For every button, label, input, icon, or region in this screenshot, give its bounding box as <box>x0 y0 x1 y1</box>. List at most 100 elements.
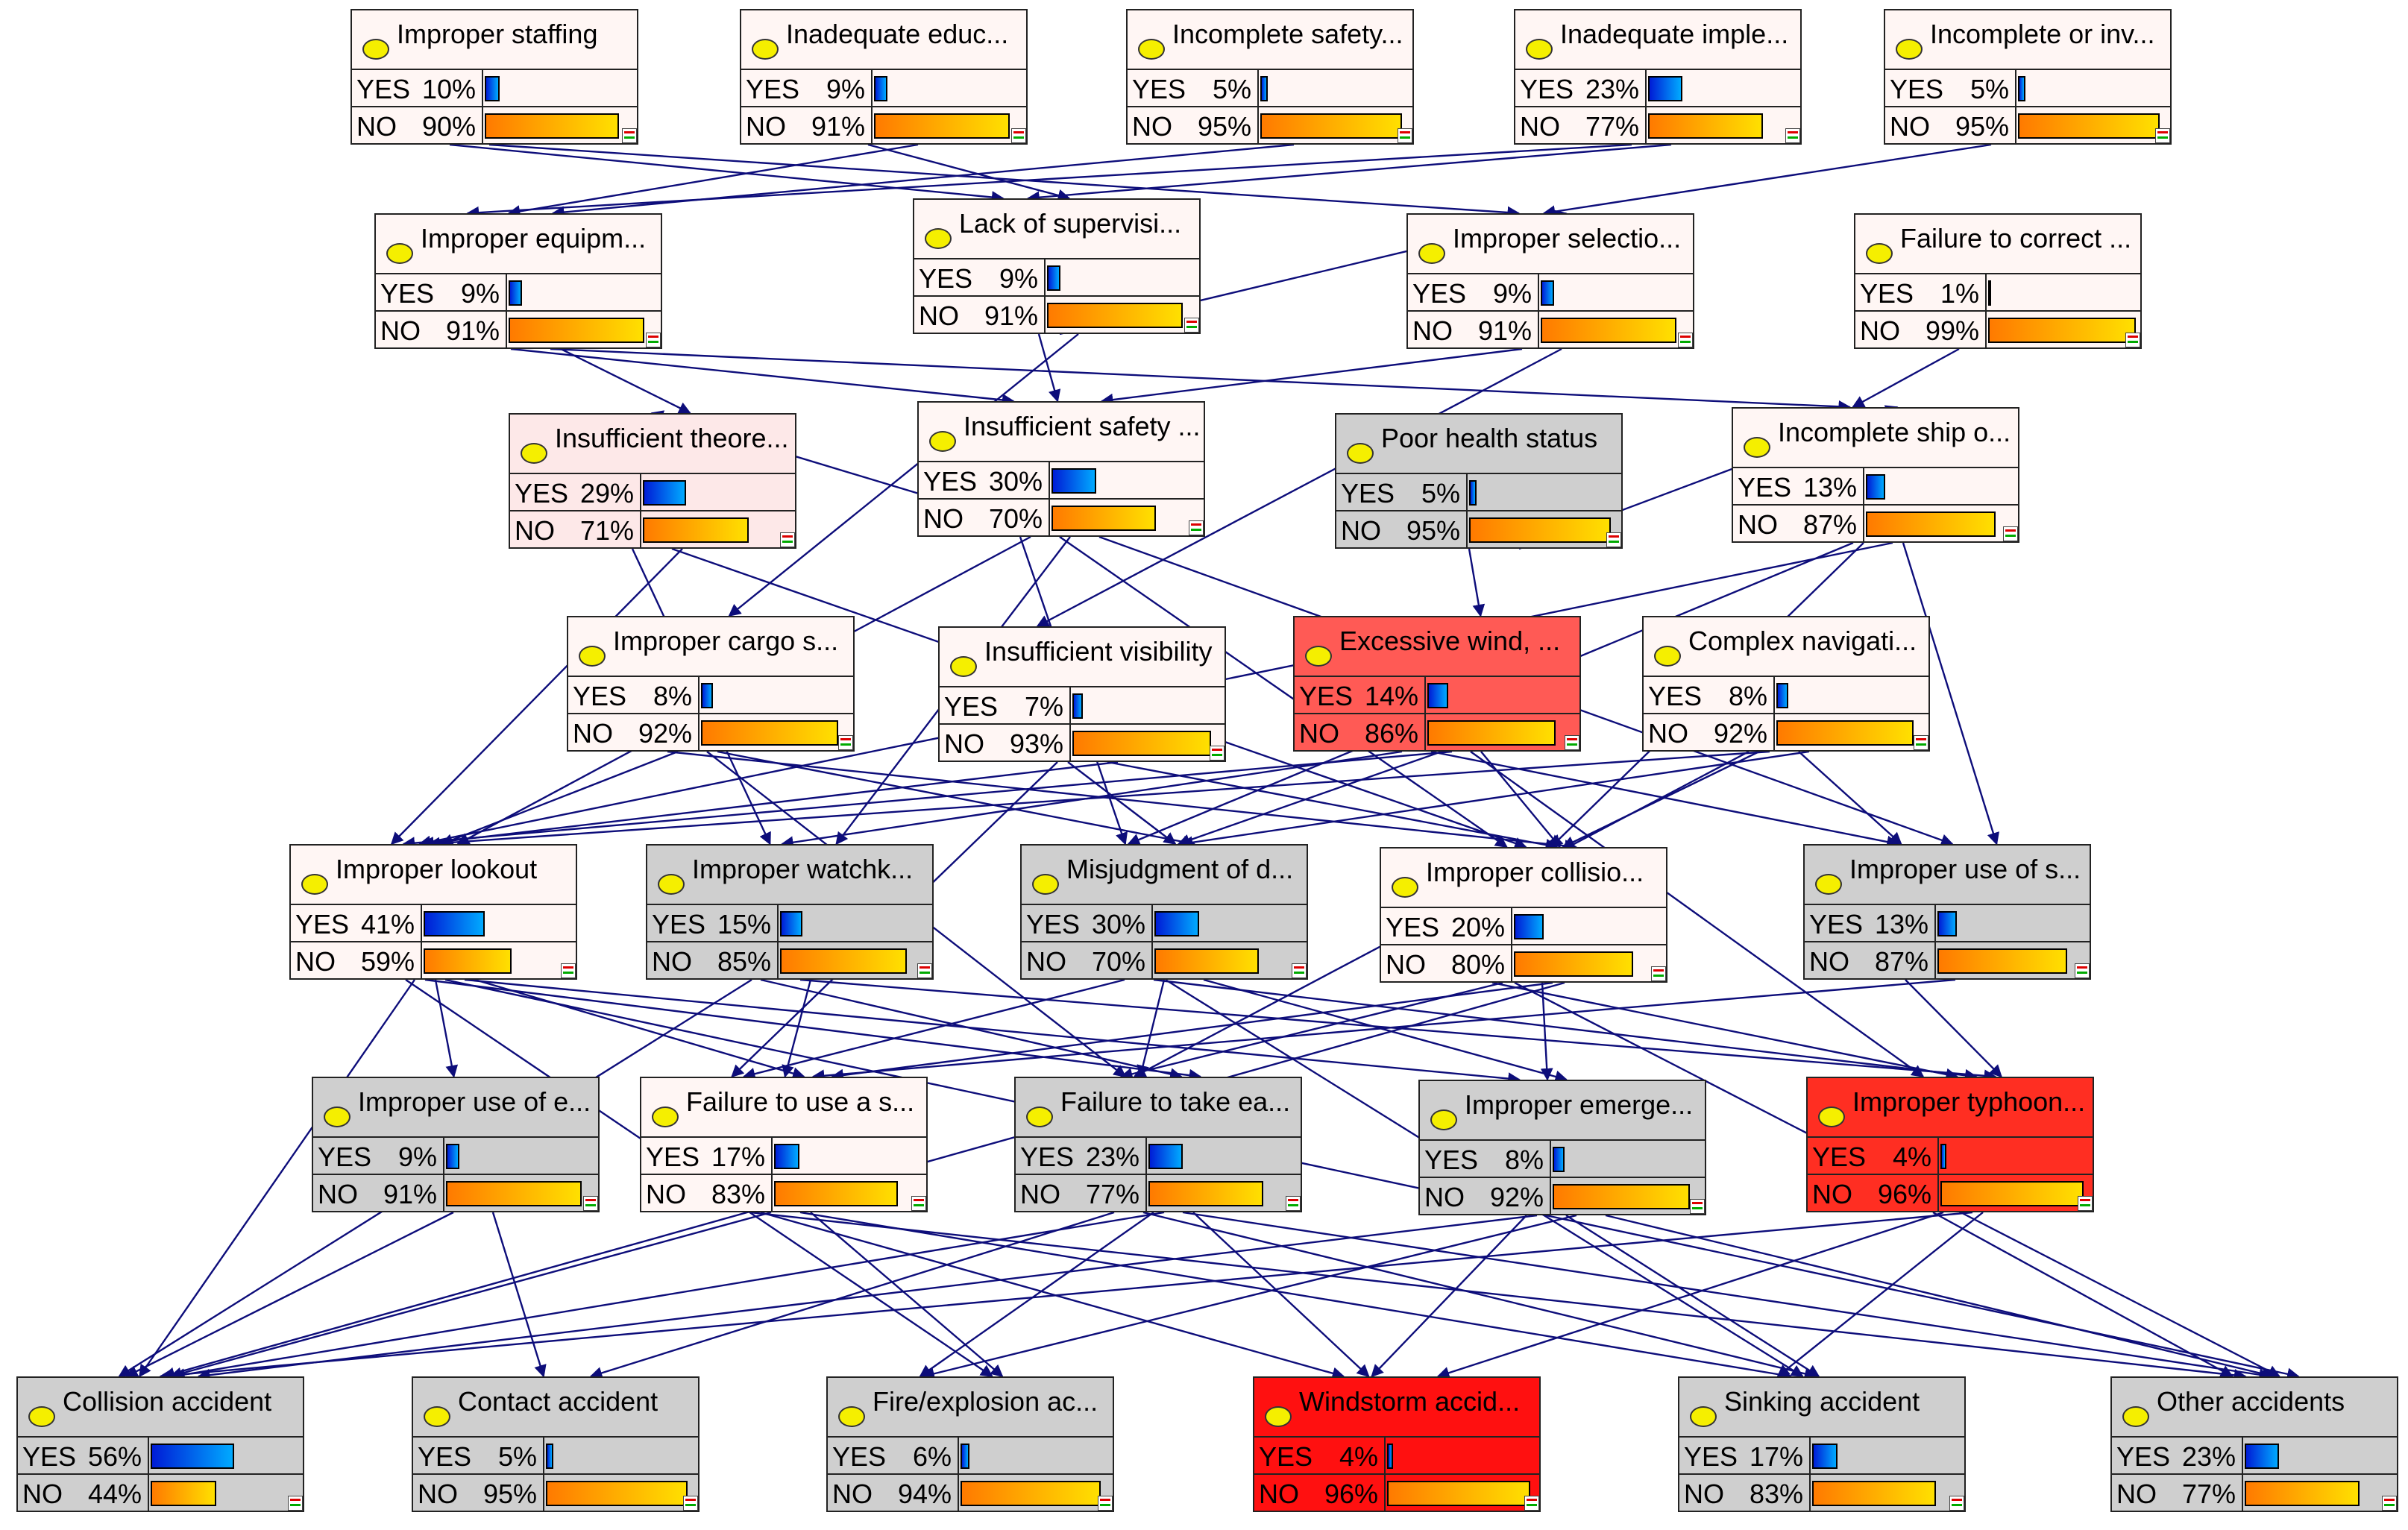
node-tool-icon[interactable] <box>646 333 661 347</box>
node-tool-icon[interactable] <box>683 1496 698 1511</box>
node-tool-icon[interactable] <box>622 128 637 143</box>
node-tool-icon[interactable] <box>1949 1496 1964 1511</box>
node-tool-icon[interactable] <box>1524 1496 1539 1511</box>
node-tool-icon[interactable] <box>1011 128 1026 143</box>
node-tool-icon[interactable] <box>911 1196 926 1211</box>
node-tool-icon[interactable] <box>2125 333 2140 347</box>
node-tool-icon[interactable] <box>2075 963 2090 978</box>
node-tool-icon[interactable] <box>2078 1196 2093 1211</box>
node-tool-icon[interactable] <box>1184 318 1199 333</box>
node-tool-icon[interactable] <box>1914 735 1928 750</box>
node-tool-icon[interactable] <box>2382 1496 2397 1511</box>
node-tool-icon[interactable] <box>1651 966 1666 981</box>
node-tool-icon[interactable] <box>780 532 795 547</box>
node-tool-icon[interactable] <box>1398 128 1412 143</box>
node-tool-icon[interactable] <box>2155 128 2170 143</box>
node-tool-icon[interactable] <box>1189 520 1204 535</box>
node-tool-icon[interactable] <box>1785 128 1800 143</box>
node-tool-icon[interactable] <box>838 735 853 750</box>
node-tool-icon[interactable] <box>561 963 576 978</box>
node-tool-icon[interactable] <box>917 963 932 978</box>
node-tool-icon[interactable] <box>1678 333 1693 347</box>
node-tool-icon[interactable] <box>583 1196 598 1211</box>
node-tool-icon[interactable] <box>2003 526 2018 541</box>
